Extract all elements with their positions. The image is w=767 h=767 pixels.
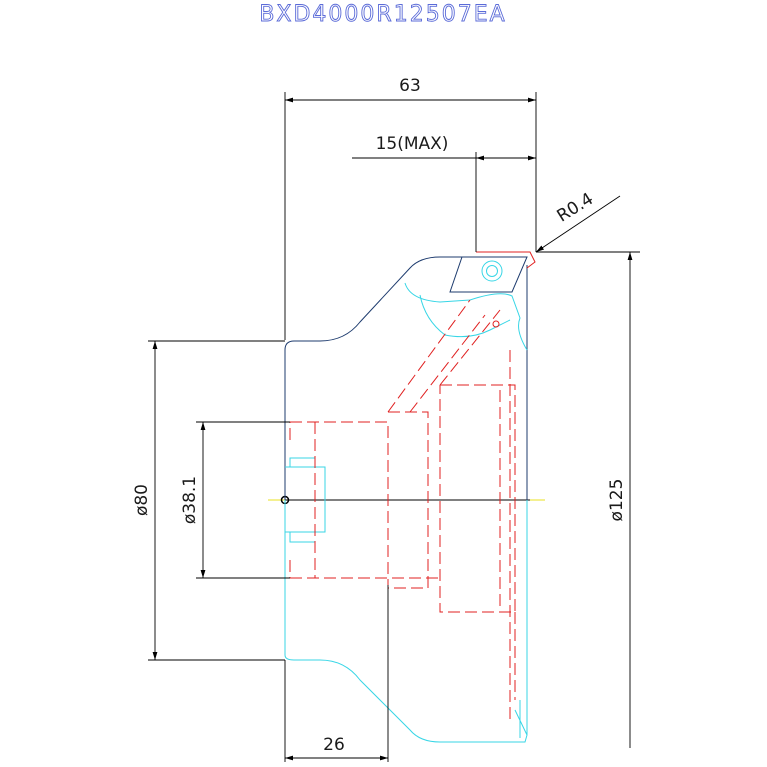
- chip-pocket: [404, 282, 528, 351]
- pocket-hole-small: [492, 320, 500, 328]
- drawing-title: BXD4000R12507EA: [259, 2, 506, 27]
- insert-red-edge: [476, 251, 536, 269]
- lower-relief-line: [514, 709, 528, 736]
- chip-pocket-inner: [419, 294, 511, 338]
- dim-26-label: 26: [323, 735, 345, 755]
- insert-screw-outer: [481, 260, 503, 282]
- r04-label: R0.4: [554, 189, 598, 227]
- dim-38-label: ø38.1: [180, 476, 200, 524]
- dim-15-label: 15(MAX): [376, 134, 449, 154]
- lower-body-outline: [284, 500, 528, 743]
- dim-125-label: ø125: [607, 479, 627, 522]
- hidden-lines: [289, 299, 516, 720]
- dim-80-label: ø80: [132, 484, 152, 516]
- insert-screw-inner: [486, 265, 498, 277]
- upper-body-outline: [284, 256, 476, 500]
- dim-63-label: 63: [399, 76, 421, 96]
- hub-notch-steps: [289, 457, 315, 543]
- r04-leader: [535, 195, 621, 253]
- hub-notch: [285, 466, 326, 533]
- insert-outline: [449, 256, 528, 293]
